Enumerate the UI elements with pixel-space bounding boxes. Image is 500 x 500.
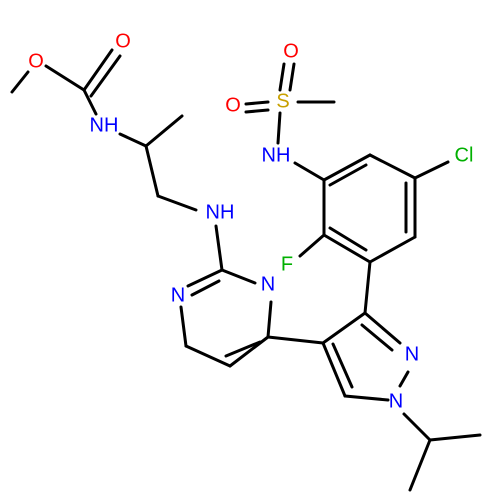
nitrogen-atom-label: N — [261, 273, 275, 295]
bond — [298, 233, 326, 258]
bond — [408, 438, 432, 492]
oxygen-atom-label: O — [283, 40, 299, 62]
bond — [331, 342, 354, 389]
nitrogen-atom-label: NH — [262, 144, 291, 166]
nitrogen-atom-label: N — [389, 390, 403, 412]
bond — [328, 226, 368, 252]
bond — [322, 233, 372, 264]
bond — [82, 48, 114, 92]
bond — [293, 161, 326, 182]
bond — [224, 340, 262, 358]
bond — [82, 88, 98, 116]
bond — [266, 300, 273, 339]
bond — [156, 194, 198, 212]
bond — [118, 132, 148, 148]
bond — [322, 153, 372, 182]
nitrogen-atom-label: NH — [206, 201, 235, 223]
bond — [363, 260, 372, 315]
bond — [89, 54, 122, 98]
oxygen-atom-label: O — [225, 94, 241, 116]
sulfur-atom-label: S — [276, 90, 289, 112]
bond — [228, 335, 270, 368]
bond — [368, 153, 417, 180]
bond — [363, 311, 402, 345]
bond — [244, 100, 270, 106]
bond — [321, 341, 347, 398]
bond — [144, 144, 160, 198]
bond — [186, 268, 224, 288]
bond — [220, 268, 257, 285]
bond — [428, 433, 482, 442]
bond — [214, 224, 224, 272]
bond — [266, 335, 325, 345]
bond — [278, 62, 286, 92]
bond — [398, 370, 410, 388]
bond — [144, 114, 184, 148]
bond — [368, 235, 417, 264]
nitrogen-atom-label: N — [405, 343, 419, 365]
bond — [44, 64, 86, 92]
bond — [244, 108, 270, 114]
bond — [328, 163, 368, 187]
bond — [321, 311, 367, 345]
bond — [288, 62, 296, 92]
bond — [184, 344, 232, 368]
bond — [413, 160, 450, 180]
bond — [10, 70, 30, 94]
bond — [343, 394, 390, 402]
fluorine-atom-label: F — [281, 253, 293, 275]
oxygen-atom-label: O — [28, 50, 44, 72]
chlorine-atom-label: Cl — [455, 144, 474, 166]
bond — [179, 305, 188, 348]
nitrogen-atom-label: N — [171, 284, 185, 306]
bond — [190, 279, 221, 297]
bond — [402, 412, 432, 442]
nitrogen-atom-label: NH — [90, 114, 119, 136]
bond — [276, 111, 282, 145]
bond — [360, 323, 394, 352]
oxygen-atom-label: O — [115, 30, 131, 52]
